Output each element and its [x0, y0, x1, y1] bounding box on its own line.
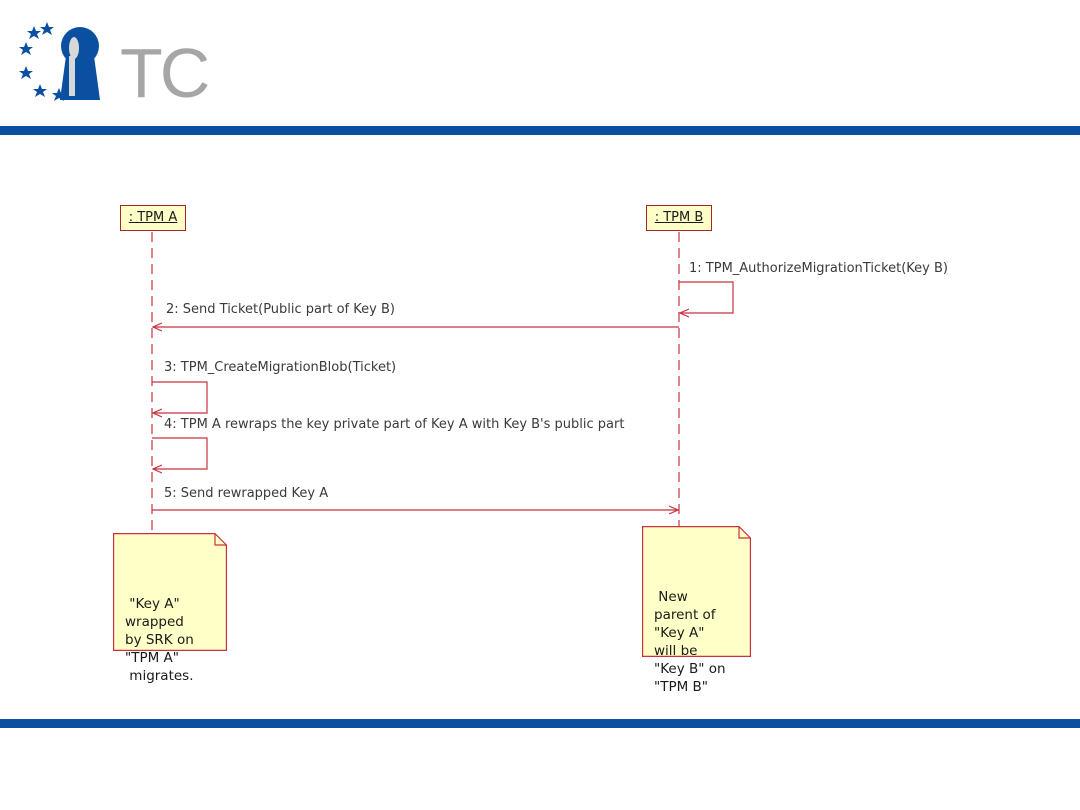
star-icon [19, 42, 33, 55]
keyhole-with-stars-icon [19, 22, 100, 101]
itc-logo: TC [14, 22, 210, 112]
note-tpm-a: "Key A" wrapped by SRK on "TPM A" migrat… [113, 533, 227, 684]
message-1-arrow [679, 281, 734, 313]
lifeline-head-tpm-b: : TPM B [646, 205, 712, 231]
note-folded-corner-icon [642, 526, 751, 657]
note-tpm-b-text: New parent of "Key A" will be "Key B" on… [654, 589, 726, 695]
message-1-label: 1: TPM_AuthorizeMigrationTicket(Key B) [689, 261, 948, 276]
message-3-arrow [152, 381, 208, 413]
note-folded-corner-icon [113, 533, 227, 651]
message-5-label: 5: Send rewrapped Key A [164, 486, 329, 501]
star-icon [33, 84, 47, 97]
message-4-arrow [152, 437, 208, 469]
star-icon [27, 26, 41, 39]
lifeline-head-tpm-a: : TPM A [120, 205, 186, 231]
message-2-label: 2: Send Ticket(Public part of Key B) [166, 302, 395, 317]
note-tpm-b: New parent of "Key A" will be "Key B" on… [642, 526, 751, 695]
logo-text: TC [120, 34, 210, 112]
message-3-label: 3: TPM_CreateMigrationBlob(Ticket) [164, 360, 397, 375]
star-icon [40, 22, 54, 35]
message-4-label: 4: TPM A rewraps the key private part of… [164, 417, 625, 432]
header-band [0, 126, 1080, 135]
star-icon [19, 66, 33, 79]
footer-band [0, 719, 1080, 728]
note-tpm-a-text: "Key A" wrapped by SRK on "TPM A" migrat… [125, 596, 194, 684]
